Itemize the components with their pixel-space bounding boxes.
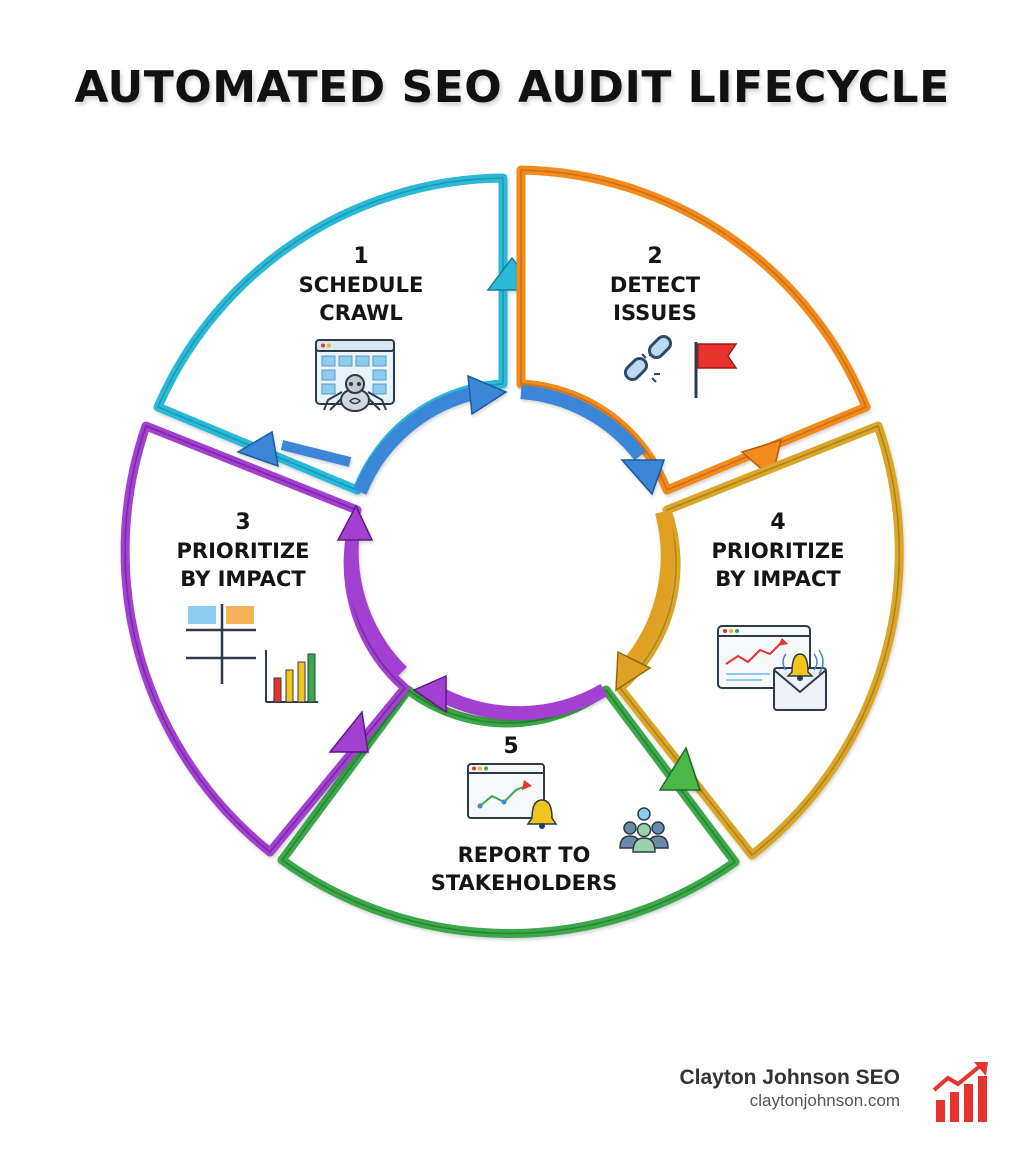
report-team-icon: [467, 763, 669, 853]
svg-text:BY IMPACT: BY IMPACT: [180, 567, 306, 591]
svg-text:STAKEHOLDERS: STAKEHOLDERS: [431, 871, 618, 895]
broken-link-flag-icon: [623, 334, 738, 398]
step-5-label: 5 REPORT TO STAKEHOLDERS: [431, 734, 618, 895]
segment-schedule-crawl: [153, 173, 538, 495]
brand-url: claytonjohnson.com: [749, 1091, 900, 1110]
brand-name: Clayton Johnson SEO: [679, 1066, 900, 1089]
matrix-bar-chart-icon: [186, 604, 318, 703]
svg-text:PRIORITIZE: PRIORITIZE: [712, 539, 845, 563]
calendar-spider-icon: [315, 339, 395, 412]
svg-text:ISSUES: ISSUES: [613, 301, 697, 325]
svg-text:5: 5: [503, 734, 518, 759]
svg-text:CRAWL: CRAWL: [319, 301, 402, 325]
step-3-label: 3 PRIORITIZE BY IMPACT: [177, 510, 310, 591]
step-2-label: 2 DETECT ISSUES: [610, 244, 701, 325]
segment-detect-issues: [516, 165, 871, 495]
svg-text:2: 2: [647, 244, 662, 269]
page-title: AUTOMATED SEO AUDIT LIFECYCLE: [74, 62, 950, 113]
step-4-label: 4 PRIORITIZE BY IMPACT: [712, 510, 845, 591]
svg-text:3: 3: [235, 510, 250, 535]
inner-flow-arrows: [236, 374, 666, 496]
rising-bars-logo-icon: [932, 1062, 988, 1122]
dashboard-alert-email-icon: [717, 625, 827, 711]
svg-text:SCHEDULE: SCHEDULE: [299, 273, 424, 297]
segment-prioritize-left: [120, 421, 608, 857]
svg-text:DETECT: DETECT: [610, 273, 701, 297]
svg-text:4: 4: [770, 510, 785, 535]
svg-text:BY IMPACT: BY IMPACT: [715, 567, 841, 591]
svg-text:1: 1: [353, 244, 368, 269]
svg-text:PRIORITIZE: PRIORITIZE: [177, 539, 310, 563]
step-1-label: 1 SCHEDULE CRAWL: [299, 244, 424, 325]
brand-block: Clayton Johnson SEO claytonjohnson.com: [679, 1066, 900, 1112]
svg-text:REPORT TO: REPORT TO: [458, 843, 591, 867]
